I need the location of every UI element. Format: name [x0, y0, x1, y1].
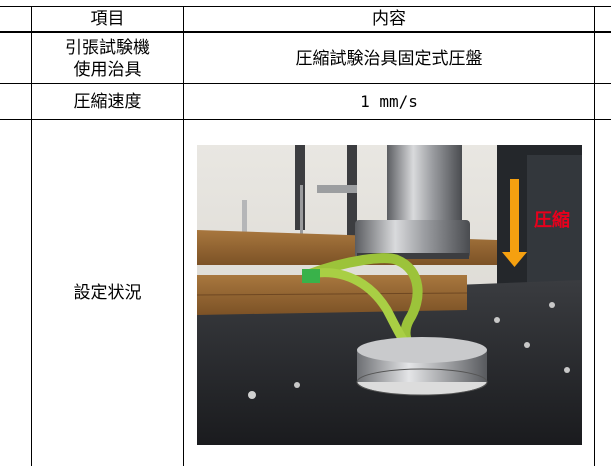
row1-bottom-border	[0, 83, 611, 84]
table-left-border	[31, 6, 32, 466]
compression-label: 圧縮	[534, 210, 570, 231]
header-double-rule	[0, 31, 611, 34]
setup-photo	[197, 145, 582, 445]
table-top-border	[0, 6, 611, 7]
header-content: 内容	[372, 9, 406, 29]
table-right-border	[594, 6, 595, 466]
header-double-rule-gap	[0, 33, 611, 34]
header-item: 項目	[90, 9, 125, 29]
row-item-jig-line2: 使用治具	[73, 60, 142, 80]
row-item-jig: 引張試験機 使用治具	[32, 35, 183, 83]
row-item-jig-line1: 引張試験機	[65, 38, 150, 58]
column-divider	[183, 6, 184, 466]
row2-bottom-border	[0, 119, 611, 120]
row-item-speed: 圧縮速度	[73, 91, 142, 112]
row-content-jig: 圧縮試験治具固定式圧盤	[295, 49, 483, 69]
row-item-setup: 設定状況	[73, 283, 142, 303]
row-content-speed: 1 mm/s	[360, 91, 418, 111]
